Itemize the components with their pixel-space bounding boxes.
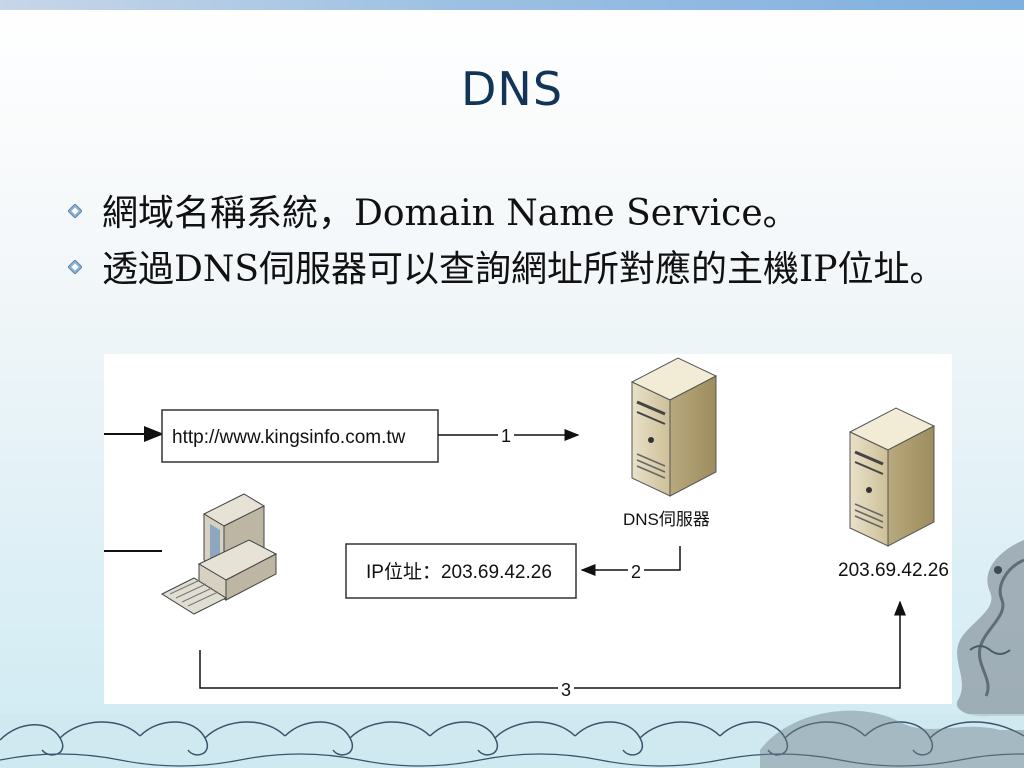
client-connector-lines <box>104 426 164 552</box>
step-2-arrow <box>580 546 681 576</box>
url-text: http://www.kingsinfo.com.tw <box>172 427 406 448</box>
bullet-item-1: 網域名稱系統，Domain Name Service。 <box>62 190 982 238</box>
dns-server-icon <box>630 357 718 497</box>
step-1-label: 1 <box>501 426 511 446</box>
step-3-label: 3 <box>561 680 571 700</box>
ip-result-text: IP位址：203.69.42.26 <box>366 561 552 583</box>
step-2-label: 2 <box>631 562 641 582</box>
host-ip-label: 203.69.42.26 <box>838 560 949 581</box>
dns-server-label: DNS伺服器 <box>623 510 710 529</box>
bullet-item-2: 透過DNS伺服器可以查詢網址所對應的主機IP位址。 <box>62 246 982 294</box>
step-3-arrow <box>199 600 906 689</box>
dns-diagram: http://www.kingsinfo.com.tw 1 DNS伺服器 2 I… <box>104 354 952 704</box>
diamond-bullet-icon <box>68 260 82 274</box>
bullet-text-2: 透過DNS伺服器可以查詢網址所對應的主機IP位址。 <box>102 249 946 290</box>
dragon-decoration <box>956 540 1024 717</box>
top-accent-bar <box>0 0 1024 10</box>
wave-border-decoration <box>0 710 1024 768</box>
client-computer-icon <box>160 493 278 615</box>
bullet-text-1: 網域名稱系統，Domain Name Service。 <box>102 193 799 234</box>
slide-title: DNS <box>460 62 564 116</box>
host-server-icon <box>848 407 936 547</box>
dns-diagram-svg: http://www.kingsinfo.com.tw 1 DNS伺服器 2 I… <box>104 357 949 700</box>
ip-result-box <box>345 543 577 599</box>
url-box <box>161 409 439 463</box>
bullet-list: 網域名稱系統，Domain Name Service。 透過DNS伺服器可以查詢… <box>62 190 982 302</box>
diamond-bullet-icon <box>68 204 82 218</box>
